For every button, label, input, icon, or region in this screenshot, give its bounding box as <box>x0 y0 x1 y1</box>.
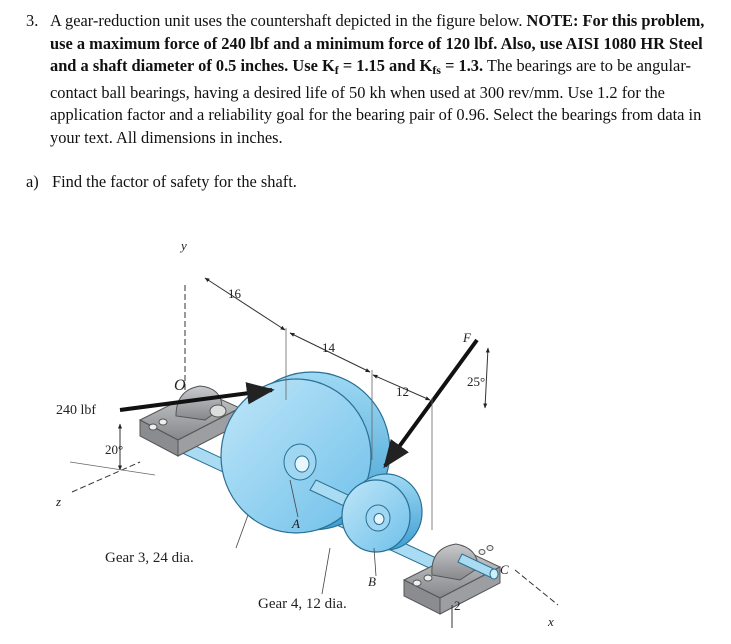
dim-12-label: 12 <box>396 384 409 399</box>
point-a-leader <box>289 479 299 518</box>
dim-12-line <box>372 374 431 401</box>
countershaft-figure: y z x <box>55 238 559 629</box>
force-240-label: 240 lbf <box>56 403 96 418</box>
angle-25-label: 25° <box>467 374 485 389</box>
point-b-leader <box>373 547 377 577</box>
point-b-label: B <box>368 574 376 589</box>
dim-14-line <box>289 332 371 373</box>
problem-note-2: = 1.15 and K <box>338 56 433 76</box>
angle-20-label: 20° <box>105 442 123 457</box>
problem-statement: 3. A gear-reduction unit uses the counte… <box>26 10 716 150</box>
gear-4-leader <box>321 547 331 595</box>
force-f-label: F <box>462 330 472 345</box>
dim-16-line <box>204 277 286 331</box>
problem-note-1: NOTE: For this problem, use a maximum fo… <box>50 11 705 76</box>
z-axis-label: z <box>55 494 61 509</box>
angle-20-ref <box>69 461 156 476</box>
gear-4-label: Gear 4, 12 dia. <box>258 596 347 612</box>
angle-25-dim <box>483 347 490 409</box>
kfs-subscript: fs <box>432 63 441 78</box>
force-f-arrow <box>383 338 479 469</box>
dim-2-label: 2 <box>454 598 461 613</box>
gear-4 <box>341 473 423 553</box>
force-240-arrow <box>119 382 275 412</box>
point-o-label: O <box>174 377 186 394</box>
z-axis <box>71 461 141 493</box>
point-a-label: A <box>291 516 300 531</box>
x-axis <box>514 569 559 606</box>
part-a-label: a) <box>26 172 39 191</box>
point-c-label: C <box>500 562 509 577</box>
dim-14-label: 14 <box>322 340 336 355</box>
part-a-text: Find the factor of safety for the shaft. <box>52 172 297 191</box>
dim-16-label: 16 <box>228 286 242 301</box>
gear-3-leader <box>235 514 249 549</box>
problem-number: 3. <box>26 11 39 30</box>
problem-sentence-1: A gear-reduction unit uses the countersh… <box>50 11 527 30</box>
problem-sentence-2: The bearings are to be angular-contact b… <box>50 56 702 147</box>
x-axis-label: x <box>547 614 554 629</box>
part-a: a) Find the factor of safety for the shaf… <box>26 172 297 192</box>
problem-note-3: = 1.3. <box>440 56 484 76</box>
kf-subscript: f <box>334 63 339 78</box>
y-axis-label: y <box>179 238 187 253</box>
bearing-c <box>402 543 502 615</box>
gear-3-label: Gear 3, 24 dia. <box>105 550 194 566</box>
problem-body: A gear-reduction unit uses the countersh… <box>50 10 716 150</box>
